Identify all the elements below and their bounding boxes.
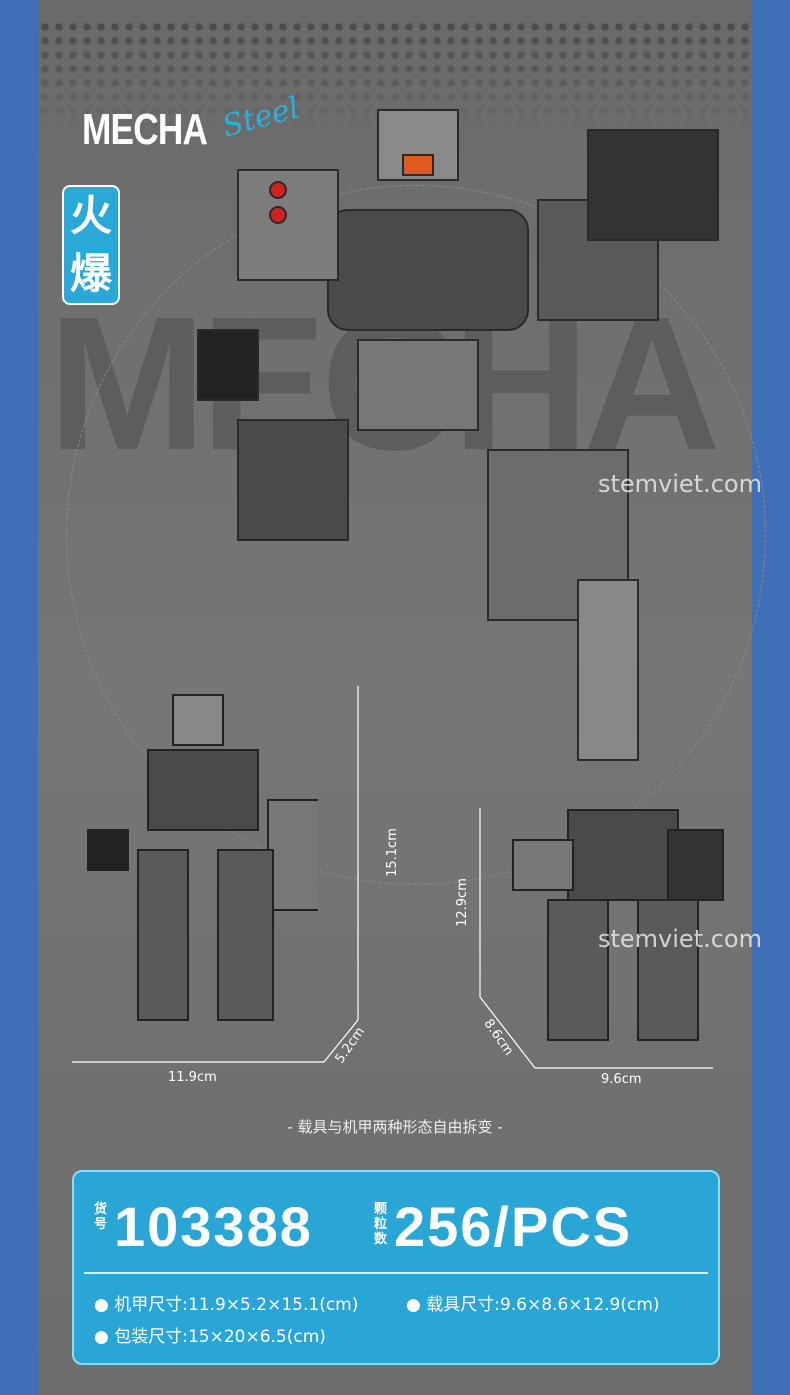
watermark: stemviet.com xyxy=(598,470,762,498)
mech-height-label: 15.1cm xyxy=(384,828,400,877)
mech-width-label: 11.9cm xyxy=(168,1070,217,1085)
decorative-circle xyxy=(66,185,766,885)
vehicle-height-label: 12.9cm xyxy=(454,878,470,927)
hot-badge: 火爆 xyxy=(62,185,120,305)
pieces-label: 颗粒数 xyxy=(374,1202,388,1247)
mech-robot-image xyxy=(197,109,719,761)
mech-size-spec: ● 机甲尺寸:11.9×5.2×15.1(cm) xyxy=(94,1295,359,1315)
product-banner: MECHA MECHA Steel 火爆 15.1cm 11.9cm 5.2cm… xyxy=(38,0,766,1395)
vehicle-size-spec: ● 载具尺寸:9.6×8.6×12.9(cm) xyxy=(406,1295,660,1315)
package-size-spec: ● 包装尺寸:15×20×6.5(cm) xyxy=(94,1327,326,1347)
transform-caption: - 载具与机甲两种形态自由拆变 - xyxy=(287,1118,503,1136)
divider xyxy=(84,1272,708,1274)
mech-form-image xyxy=(87,694,318,1021)
vehicle-form-image xyxy=(512,809,724,1041)
item-number-label: 货号 xyxy=(94,1202,108,1232)
vehicle-width-label: 9.6cm xyxy=(601,1072,642,1087)
item-number: 103388 xyxy=(114,1195,313,1258)
brand-logo: MECHA xyxy=(82,105,208,154)
watermark: stemviet.com xyxy=(598,925,762,953)
piece-count: 256/PCS xyxy=(394,1195,633,1258)
dimension-lines xyxy=(72,686,713,1069)
spec-panel: 货号 103388 颗粒数 256/PCS ● 机甲尺寸:11.9×5.2×15… xyxy=(72,1170,720,1365)
